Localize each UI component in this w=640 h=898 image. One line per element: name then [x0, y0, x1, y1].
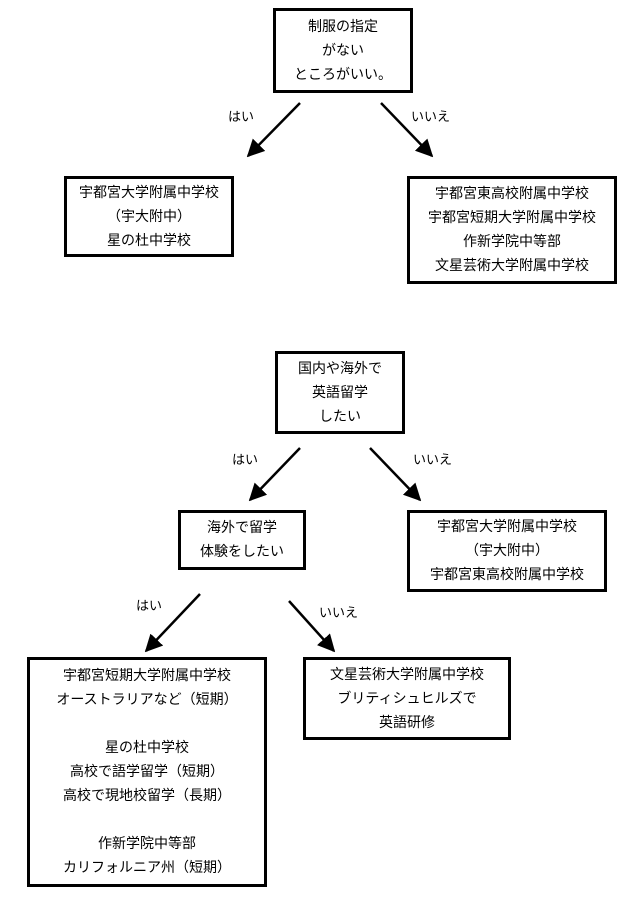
flow2-sub-question-line: 体験をしたい	[200, 544, 284, 560]
flow1-question-line: がない	[322, 42, 364, 59]
flow2-question-line: したい	[319, 408, 361, 425]
flow2-sub-no-answer-line: 英語研修	[379, 714, 435, 731]
flow1-question-box: 制服の指定 がない ところがいい。	[273, 8, 413, 93]
flow1-no-answer-line: 文星芸術大学附属中学校	[435, 258, 589, 274]
flow2-sub-no-answer-line: ブリティシュヒルズで	[337, 690, 477, 707]
flow2-sub-no-answer-line: 文星芸術大学附属中学校	[330, 666, 484, 683]
flow1-no-arrow	[380, 102, 434, 158]
flow2-question-line: 英語留学	[312, 384, 368, 401]
flow1-no-answer-line: 作新学院中等部	[463, 234, 561, 250]
flow2-sub-yes-answer-line: 高校で現地校留学（長期）	[63, 788, 231, 804]
flow2-sub-question-line: 海外で留学	[207, 520, 277, 536]
flow2-yes-arrow	[248, 447, 301, 502]
flow2-no-answer-line: 宇都宮大学附属中学校	[437, 519, 577, 535]
flow1-question-line: ところがいい。	[294, 66, 392, 83]
flow1-yes-label: はい	[228, 110, 255, 125]
flow1-yes-arrow	[246, 102, 301, 158]
flow2-sub-yes-answer-line: オーストラリアなど（短期）	[56, 692, 238, 708]
flow2-sub-question-box: 海外で留学 体験をしたい	[178, 510, 306, 570]
flow2-sub-yes-answer-line: カリフォルニア州（短期）	[63, 860, 231, 876]
flow1-yes-answer-line: 宇都宮大学附属中学校	[79, 184, 219, 201]
flow2-no-label: いいえ	[413, 453, 453, 468]
flow2-sub-yes-arrow	[144, 593, 201, 653]
flow1-yes-answer-line: 星の杜中学校	[107, 232, 191, 249]
flow2-sub-yes-answer-box: 宇都宮短期大学附属中学校 オーストラリアなど（短期） 星の杜中学校 高校で語学留…	[27, 657, 267, 887]
flow2-no-answer-line: （宇大附中）	[465, 543, 549, 559]
flow2-sub-no-answer-box: 文星芸術大学附属中学校 ブリティシュヒルズで 英語研修	[303, 657, 511, 740]
flow2-no-answer-line: 宇都宮東高校附属中学校	[430, 567, 584, 583]
flow1-question-line: 制服の指定	[308, 18, 378, 35]
flow1-no-answer-line: 宇都宮短期大学附属中学校	[428, 210, 596, 226]
flow2-sub-yes-answer-line: 高校で語学留学（短期）	[70, 764, 224, 780]
flow2-sub-no-arrow	[288, 600, 336, 653]
flow2-no-answer-box: 宇都宮大学附属中学校 （宇大附中） 宇都宮東高校附属中学校	[407, 510, 607, 592]
flow1-yes-answer-box: 宇都宮大学附属中学校 （宇大附中） 星の杜中学校	[64, 176, 234, 257]
flow2-sub-yes-answer-line: 星の杜中学校	[105, 740, 189, 756]
flow2-sub-yes-label: はい	[136, 599, 163, 614]
flow2-no-arrow	[369, 447, 422, 502]
flow2-sub-yes-answer-line: 作新学院中等部	[98, 836, 196, 852]
flow2-question-line: 国内や海外で	[298, 360, 382, 377]
flow2-yes-label: はい	[232, 453, 259, 468]
flow2-sub-yes-answer-line: 宇都宮短期大学附属中学校	[63, 668, 231, 684]
flow1-yes-answer-line: （宇大附中）	[107, 208, 191, 225]
flow2-question-box: 国内や海外で 英語留学 したい	[275, 351, 405, 434]
flow1-no-answer-box: 宇都宮東高校附属中学校 宇都宮短期大学附属中学校 作新学院中等部 文星芸術大学附…	[407, 176, 617, 284]
flow1-no-answer-line: 宇都宮東高校附属中学校	[435, 186, 589, 202]
flow1-no-label: いいえ	[411, 110, 451, 125]
flow2-sub-no-label: いいえ	[319, 606, 359, 621]
